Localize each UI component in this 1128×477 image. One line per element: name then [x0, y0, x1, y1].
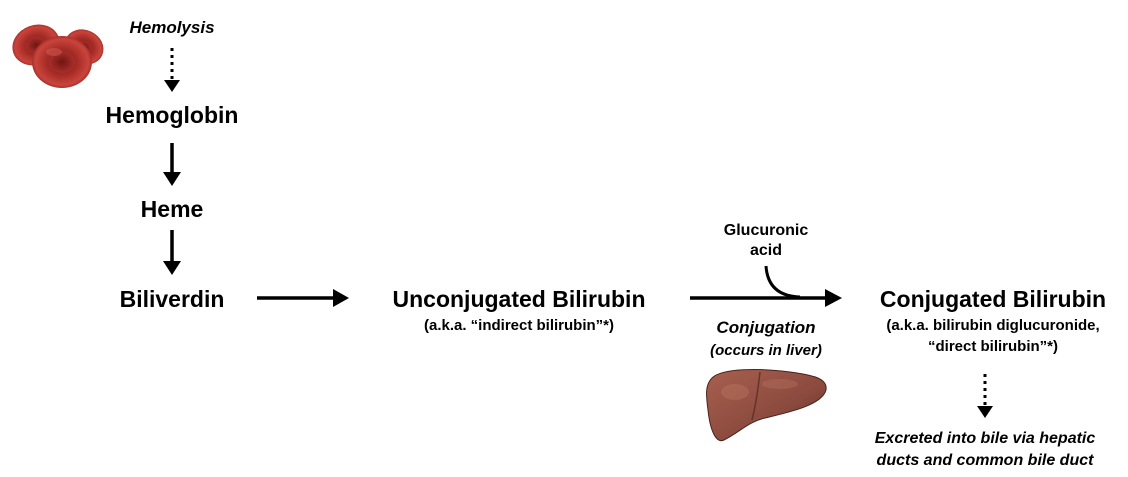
- conjugated-aka-label-2: “direct bilirubin”*): [928, 338, 1058, 355]
- biliverdin-label: Biliverdin: [120, 286, 225, 312]
- arrow-conjugation: [690, 266, 842, 307]
- unconjugated-aka-label: (a.k.a. “indirect bilirubin”*): [424, 317, 614, 334]
- excreted-label-2: ducts and common bile duct: [877, 452, 1094, 470]
- liver-icon: [707, 370, 827, 441]
- heme-label: Heme: [141, 196, 204, 222]
- glucuronic-acid-label-1: Glucuronic: [724, 222, 808, 240]
- dotted-arrow-hemolysis: [164, 48, 180, 92]
- conjugated-bilirubin-label: Conjugated Bilirubin: [880, 286, 1106, 312]
- hemoglobin-label: Hemoglobin: [106, 102, 239, 128]
- dotted-arrow-excretion: [977, 374, 993, 418]
- excreted-label-1: Excreted into bile via hepatic: [875, 430, 1096, 448]
- arrow-biliverdin-unconjugated: [257, 289, 349, 307]
- hemolysis-label: Hemolysis: [129, 18, 214, 38]
- conjugation-label: Conjugation: [716, 318, 815, 338]
- arrow-hemoglobin-heme: [163, 143, 181, 186]
- glucuronic-acid-label-2: acid: [750, 242, 782, 260]
- red-blood-cells-icon: [7, 18, 110, 88]
- unconjugated-bilirubin-label: Unconjugated Bilirubin: [393, 286, 646, 312]
- conjugated-aka-label-1: (a.k.a. bilirubin diglucuronide,: [886, 317, 1099, 334]
- conjugation-note-label: (occurs in liver): [710, 342, 822, 359]
- arrow-heme-biliverdin: [163, 230, 181, 275]
